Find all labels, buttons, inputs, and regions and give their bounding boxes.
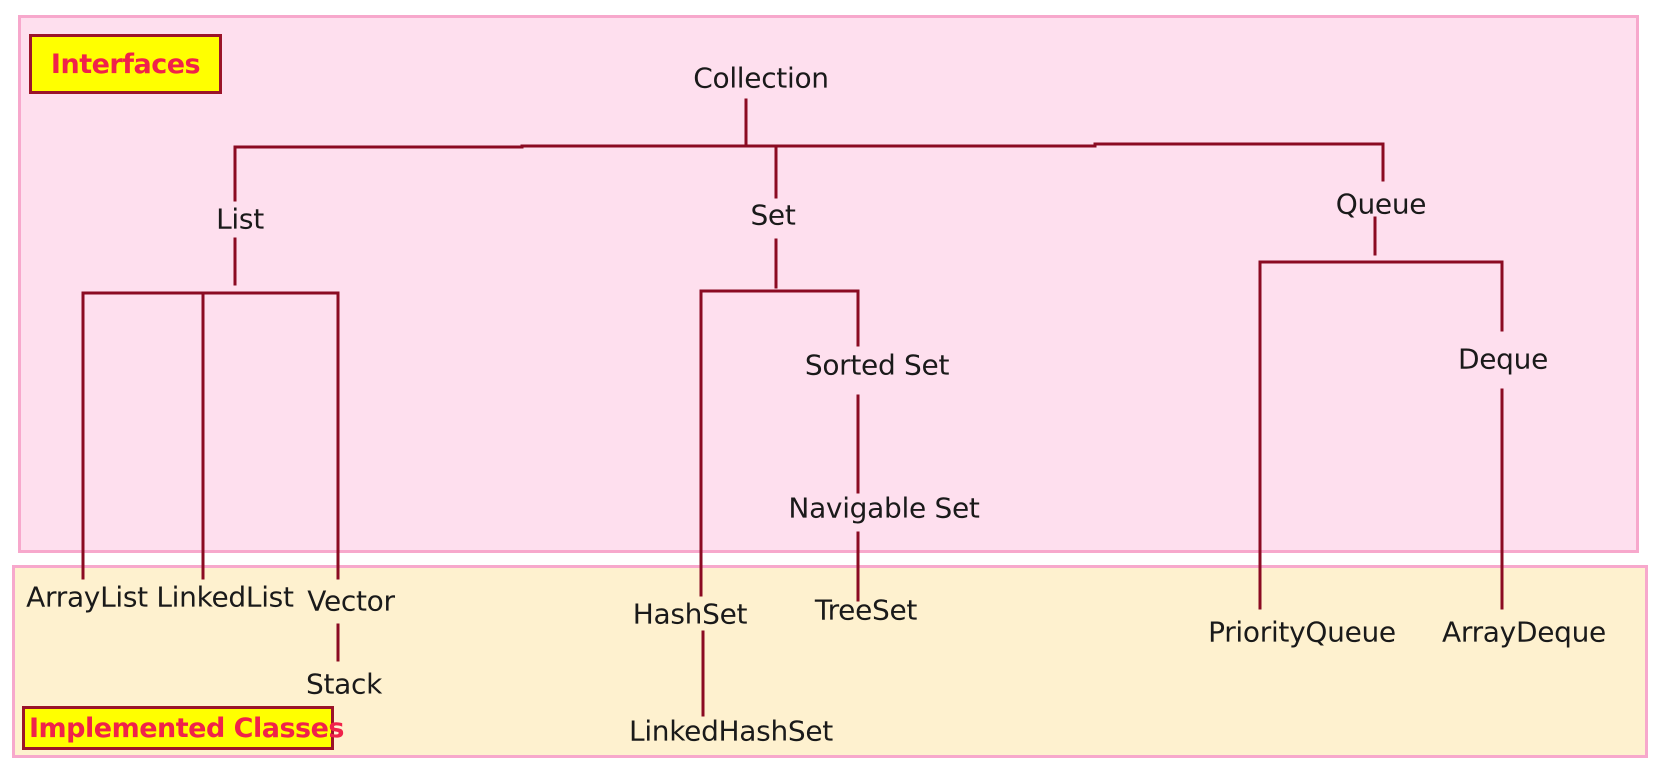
node-set: Set xyxy=(750,198,796,232)
node-linkedlist: LinkedList xyxy=(156,580,294,614)
node-linkedhashset: LinkedHashSet xyxy=(629,714,833,748)
node-arraylist: ArrayList xyxy=(26,580,148,614)
implemented-classes-label: Implemented Classes xyxy=(22,706,345,750)
node-vector: Vector xyxy=(307,584,395,618)
node-arraydeque: ArrayDeque xyxy=(1442,615,1606,649)
node-list: List xyxy=(216,202,264,236)
node-collection: Collection xyxy=(693,61,829,95)
node-deque: Deque xyxy=(1457,342,1549,376)
node-treeset: TreeSet xyxy=(814,593,918,627)
node-priorityqueue: PriorityQueue xyxy=(1208,615,1396,649)
node-hashset: HashSet xyxy=(632,597,748,631)
interfaces-region xyxy=(18,15,1639,553)
node-navigable-set: Navigable Set xyxy=(788,491,980,525)
interfaces-label: Interfaces xyxy=(29,34,222,94)
node-stack: Stack xyxy=(305,667,383,701)
node-queue: Queue xyxy=(1335,187,1427,221)
node-sorted-set: Sorted Set xyxy=(804,348,950,382)
